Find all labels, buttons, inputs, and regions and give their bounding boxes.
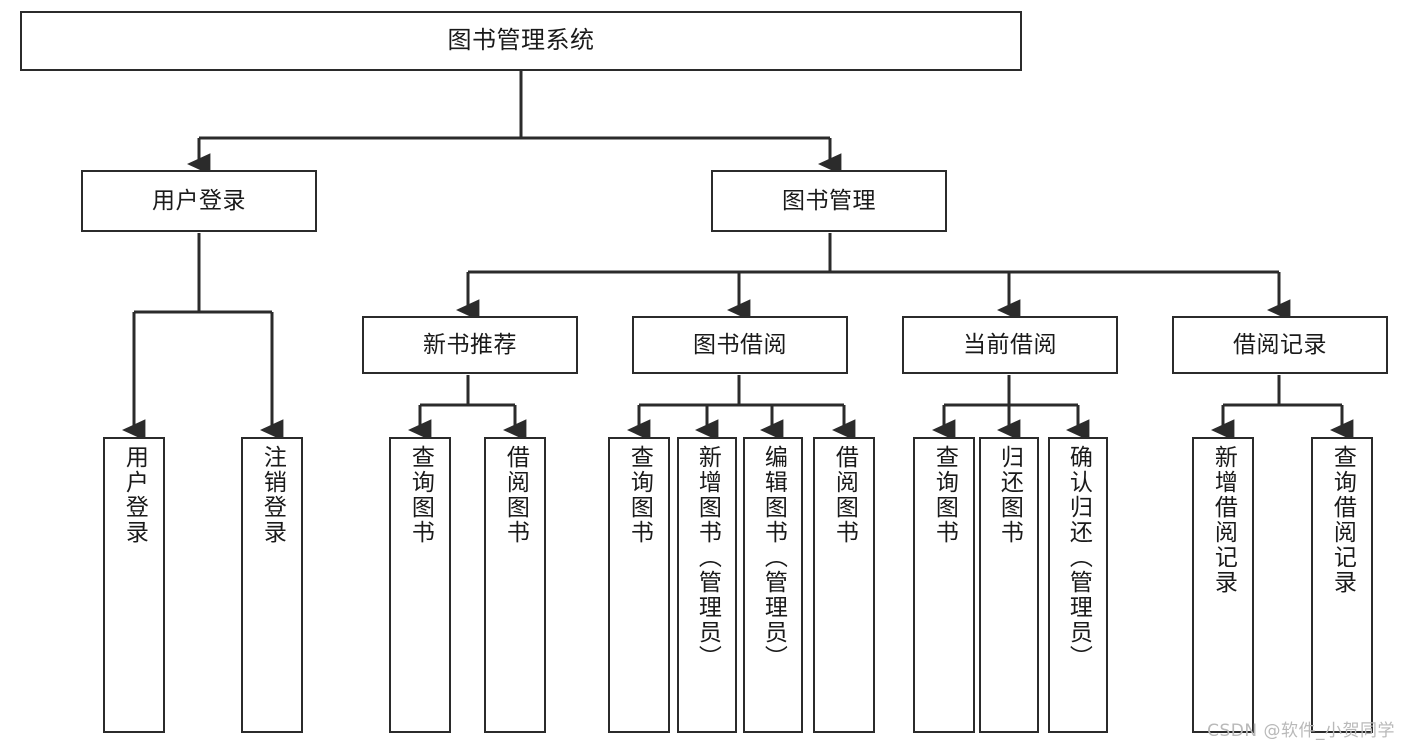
node-leaf-new-book-borrow[interactable]: 借阅图书 bbox=[484, 437, 546, 733]
node-current-borrow-label: 当前借阅 bbox=[963, 331, 1057, 358]
node-leaf-current-borrow-return[interactable]: 归还图书 bbox=[979, 437, 1039, 733]
node-current-borrow[interactable]: 当前借阅 bbox=[902, 316, 1118, 374]
node-new-book-recommend-label: 新书推荐 bbox=[423, 331, 517, 358]
node-leaf-book-borrow-add-label: 新增图书（管理员） bbox=[694, 445, 721, 670]
node-book-management-label: 图书管理 bbox=[782, 187, 876, 214]
node-leaf-current-borrow-confirm[interactable]: 确认归还（管理员） bbox=[1048, 437, 1108, 733]
node-book-borrow[interactable]: 图书借阅 bbox=[632, 316, 848, 374]
node-leaf-book-borrow-edit-label: 编辑图书（管理员） bbox=[760, 445, 787, 670]
node-leaf-book-borrow-borrow[interactable]: 借阅图书 bbox=[813, 437, 875, 733]
node-book-borrow-label: 图书借阅 bbox=[693, 331, 787, 358]
node-leaf-current-borrow-query-label: 查询图书 bbox=[931, 445, 958, 545]
node-leaf-book-borrow-query-label: 查询图书 bbox=[626, 445, 653, 545]
node-leaf-borrow-record-add[interactable]: 新增借阅记录 bbox=[1192, 437, 1254, 733]
node-leaf-user-login-login-label: 用户登录 bbox=[121, 445, 148, 545]
node-root-system-label: 图书管理系统 bbox=[447, 26, 595, 55]
node-new-book-recommend[interactable]: 新书推荐 bbox=[362, 316, 578, 374]
node-leaf-user-login-logout-label: 注销登录 bbox=[259, 445, 286, 545]
node-leaf-new-book-query[interactable]: 查询图书 bbox=[389, 437, 451, 733]
node-user-login[interactable]: 用户登录 bbox=[81, 170, 317, 232]
node-book-management[interactable]: 图书管理 bbox=[711, 170, 947, 232]
node-leaf-book-borrow-edit[interactable]: 编辑图书（管理员） bbox=[743, 437, 803, 733]
node-borrow-record[interactable]: 借阅记录 bbox=[1172, 316, 1388, 374]
node-leaf-book-borrow-borrow-label: 借阅图书 bbox=[831, 445, 858, 545]
node-leaf-borrow-record-query-label: 查询借阅记录 bbox=[1329, 445, 1356, 595]
node-leaf-borrow-record-query[interactable]: 查询借阅记录 bbox=[1311, 437, 1373, 733]
node-user-login-label: 用户登录 bbox=[152, 187, 246, 214]
node-leaf-current-borrow-query[interactable]: 查询图书 bbox=[913, 437, 975, 733]
node-leaf-borrow-record-add-label: 新增借阅记录 bbox=[1210, 445, 1237, 595]
node-leaf-book-borrow-add[interactable]: 新增图书（管理员） bbox=[677, 437, 737, 733]
node-leaf-user-login-login[interactable]: 用户登录 bbox=[103, 437, 165, 733]
node-leaf-new-book-query-label: 查询图书 bbox=[407, 445, 434, 545]
node-leaf-book-borrow-query[interactable]: 查询图书 bbox=[608, 437, 670, 733]
node-leaf-current-borrow-confirm-label: 确认归还（管理员） bbox=[1065, 445, 1092, 670]
node-borrow-record-label: 借阅记录 bbox=[1233, 331, 1327, 358]
node-leaf-current-borrow-return-label: 归还图书 bbox=[996, 445, 1023, 545]
node-leaf-new-book-borrow-label: 借阅图书 bbox=[502, 445, 529, 545]
node-root-system[interactable]: 图书管理系统 bbox=[20, 11, 1022, 71]
node-leaf-user-login-logout[interactable]: 注销登录 bbox=[241, 437, 303, 733]
